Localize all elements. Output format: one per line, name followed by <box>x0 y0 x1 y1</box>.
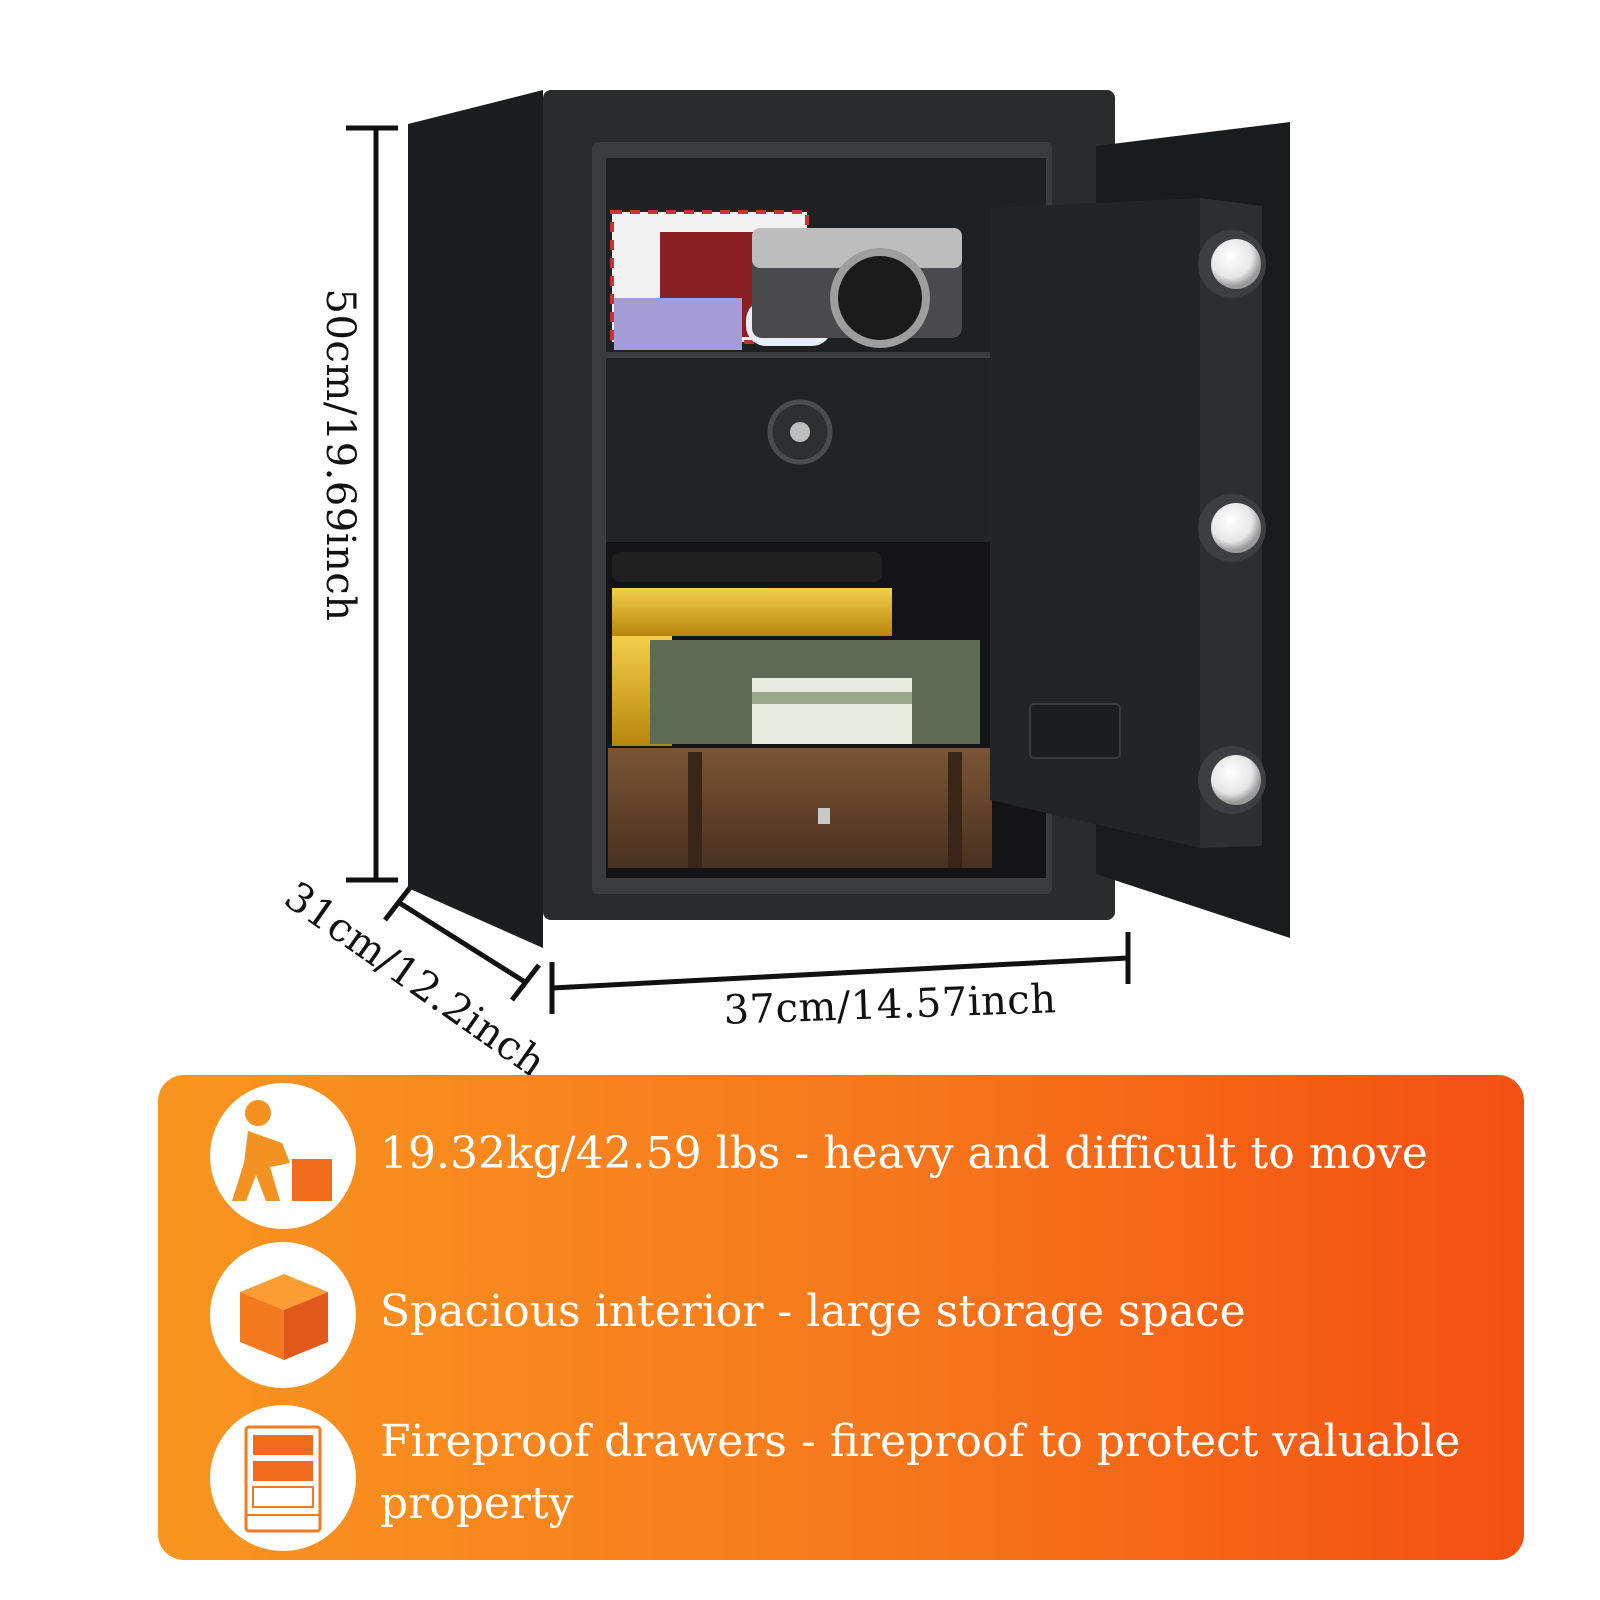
safe-body <box>408 90 1115 948</box>
safe-illustration <box>346 90 1290 1014</box>
height-dimension-line <box>346 125 398 883</box>
bolt-knob-middle <box>1198 494 1266 562</box>
person-pushing-box-icon <box>210 1083 356 1229</box>
box-icon <box>210 1242 356 1388</box>
feature-drawers-text: Fireproof drawers - fireproof to protect… <box>380 1416 1461 1529</box>
width-dimension-line <box>549 932 1131 1014</box>
feature-row-drawers: Fireproof drawers - fireproof to protect… <box>158 1395 1524 1560</box>
depth-dimension-line <box>383 883 541 1002</box>
safe-door <box>990 122 1290 938</box>
feature-weight-text: 19.32kg/42.59 lbs - heavy and difficult … <box>380 1128 1428 1179</box>
bolt-knob-top <box>1198 230 1266 298</box>
feature-panel: 19.32kg/42.59 lbs - heavy and difficult … <box>158 1075 1524 1560</box>
drawers-icon <box>210 1405 356 1551</box>
feature-interior-text: Spacious interior - large storage space <box>380 1286 1246 1337</box>
bolt-knob-bottom <box>1198 746 1266 814</box>
feature-row-interior: Spacious interior - large storage space <box>158 1235 1524 1395</box>
feature-row-weight: 19.32kg/42.59 lbs - heavy and difficult … <box>158 1075 1524 1235</box>
product-figure: 50cm/19.69inch 37cm/14.57inch 31cm/12.2i… <box>276 90 1290 1087</box>
height-dimension-label: 50cm/19.69inch <box>317 288 363 622</box>
